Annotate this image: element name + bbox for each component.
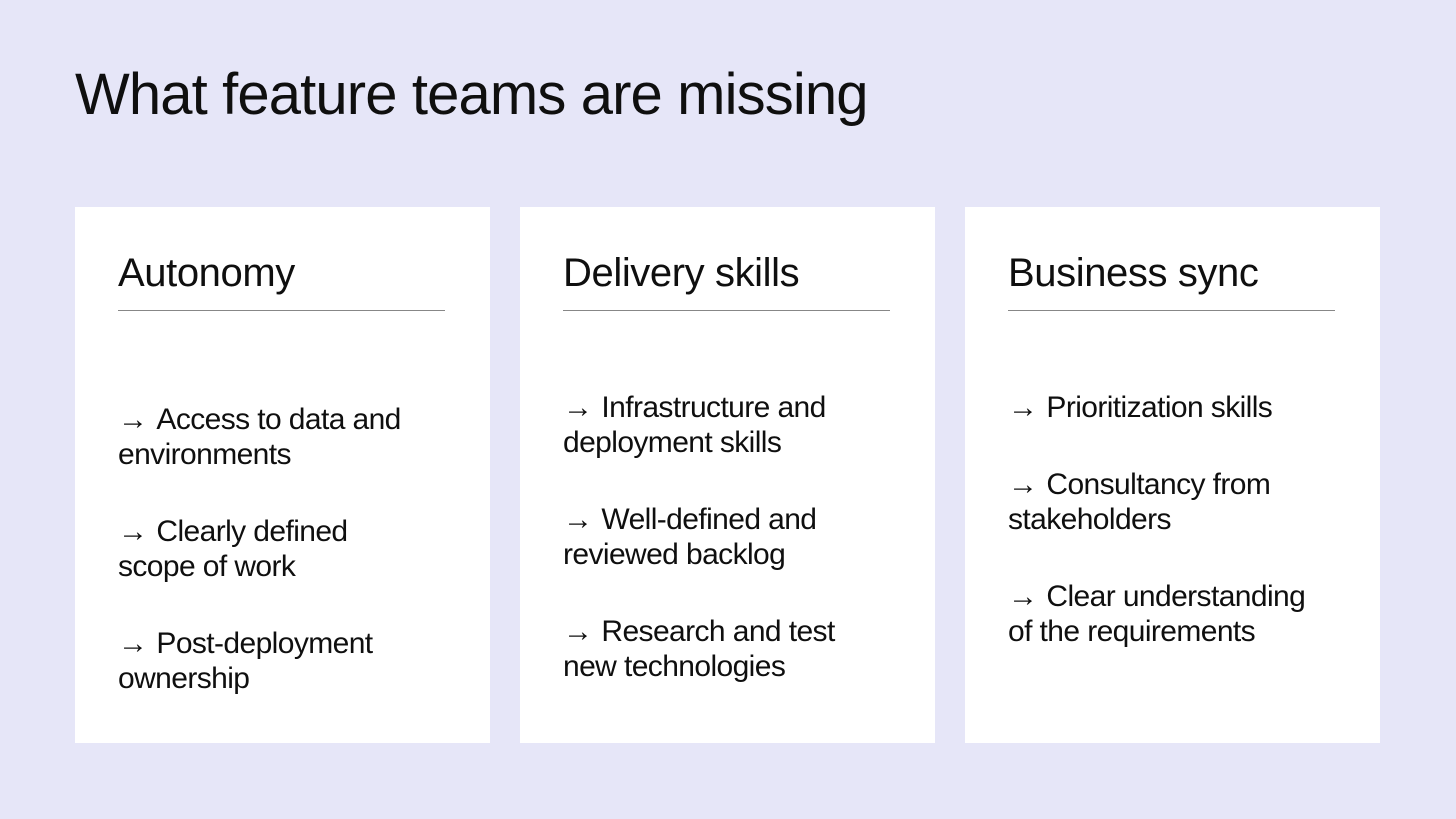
bullet-item: →Prioritization skills <box>1008 390 1335 425</box>
bullet-item: →Clearly defined scope of work <box>118 514 445 584</box>
arrow-right-icon: → <box>118 403 148 436</box>
bullet-item: →Consultancy from stakeholders <box>1008 467 1335 537</box>
card-body: →Access to data and environments →Clearl… <box>118 402 445 696</box>
card-body: →Infrastructure and deployment skills →W… <box>563 390 890 684</box>
bullet-text: Clearly defined scope of work <box>118 515 348 583</box>
arrow-right-icon: → <box>1008 391 1038 424</box>
slide-title: What feature teams are missing <box>75 62 869 127</box>
bullet-item: →Infrastructure and deployment skills <box>563 390 890 460</box>
card-autonomy: Autonomy →Access to data and environment… <box>75 207 490 743</box>
bullet-text: Access to data and environments <box>118 403 401 471</box>
bullet-item: →Post-deployment ownership <box>118 626 445 696</box>
bullet-text: Research and test new technologies <box>563 615 835 683</box>
arrow-right-icon: → <box>1008 468 1038 501</box>
bullet-text: Post-deployment ownership <box>118 627 373 695</box>
card-body: →Prioritization skills →Consultancy from… <box>1008 390 1335 649</box>
bullet-item: →Clear understanding of the requirements <box>1008 579 1335 649</box>
arrow-right-icon: → <box>563 391 593 424</box>
card-delivery-skills: Delivery skills →Infrastructure and depl… <box>520 207 935 743</box>
cards-row: Autonomy →Access to data and environment… <box>75 207 1380 743</box>
card-heading: Autonomy <box>118 249 445 311</box>
arrow-right-icon: → <box>118 515 148 548</box>
bullet-item: →Well-defined and reviewed backlog <box>563 502 890 572</box>
bullet-text: Infrastructure and deployment skills <box>563 391 826 459</box>
card-heading: Business sync <box>1008 249 1335 311</box>
card-heading: Delivery skills <box>563 249 890 311</box>
bullet-text: Clear understanding of the requirements <box>1008 580 1306 648</box>
arrow-right-icon: → <box>118 627 148 660</box>
arrow-right-icon: → <box>563 615 593 648</box>
arrow-right-icon: → <box>563 503 593 536</box>
arrow-right-icon: → <box>1008 580 1038 613</box>
bullet-item: →Research and test new technologies <box>563 614 890 684</box>
bullet-text: Consultancy from stakeholders <box>1008 468 1271 536</box>
bullet-text: Well-defined and reviewed backlog <box>563 503 817 571</box>
bullet-text: Prioritization skills <box>1046 391 1273 424</box>
bullet-item: →Access to data and environments <box>118 402 445 472</box>
card-business-sync: Business sync →Prioritization skills →Co… <box>965 207 1380 743</box>
